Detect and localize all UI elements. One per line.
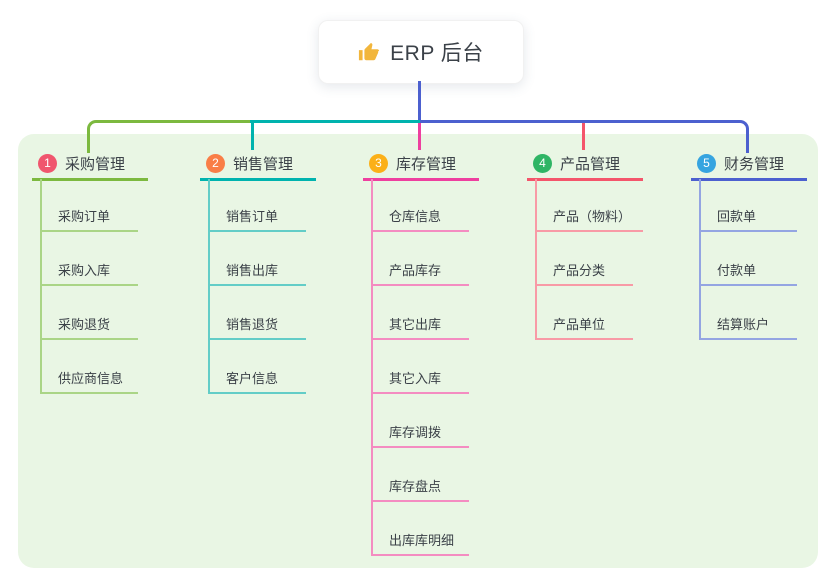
child-node-1-3[interactable]: 采购退货: [40, 315, 138, 340]
branch-label-3: 库存管理: [396, 156, 457, 173]
child-node-4-2[interactable]: 产品分类: [535, 261, 633, 286]
root-connector-stem: [418, 81, 421, 123]
root-label: ERP 后台: [390, 42, 484, 65]
branch-node-3[interactable]: 3 库存管理: [363, 153, 479, 181]
child-node-3-7[interactable]: 出库库明细: [371, 531, 469, 556]
child-node-3-2[interactable]: 产品库存: [371, 261, 469, 286]
child-node-1-1[interactable]: 采购订单: [40, 207, 138, 232]
child-node-5-3[interactable]: 结算账户: [699, 315, 797, 340]
mindmap-panel: [18, 134, 818, 568]
branch-label-4: 产品管理: [560, 156, 621, 173]
child-node-1-2[interactable]: 采购入库: [40, 261, 138, 286]
branch-node-2[interactable]: 2 销售管理: [200, 153, 316, 181]
branch-label-5: 财务管理: [724, 156, 785, 173]
branch-1-children-line: [40, 179, 42, 393]
branch-4-connector: [582, 123, 585, 150]
branch-label-2: 销售管理: [233, 156, 294, 173]
branch-5-children-line: [699, 179, 701, 339]
branch-node-4[interactable]: 4 产品管理: [527, 153, 643, 181]
child-node-2-4[interactable]: 客户信息: [208, 369, 306, 394]
child-node-2-1[interactable]: 销售订单: [208, 207, 306, 232]
branch-2-children-line: [208, 179, 210, 393]
branch-3-children-line: [371, 179, 373, 555]
branch-2-connector: [251, 123, 254, 150]
thumbs-up-icon: [358, 41, 380, 63]
child-node-4-3[interactable]: 产品单位: [535, 315, 633, 340]
branch-2-rail: [250, 120, 420, 123]
child-node-3-3[interactable]: 其它出库: [371, 315, 469, 340]
child-node-5-1[interactable]: 回款单: [699, 207, 797, 232]
child-node-3-5[interactable]: 库存调拨: [371, 423, 469, 448]
branch-node-5[interactable]: 5 财务管理: [691, 153, 807, 181]
branch-badge-4: 4: [533, 154, 552, 173]
child-node-4-1[interactable]: 产品（物料）: [535, 207, 644, 232]
child-node-2-3[interactable]: 销售退货: [208, 315, 306, 340]
branch-node-1[interactable]: 1 采购管理: [32, 153, 148, 181]
child-node-5-2[interactable]: 付款单: [699, 261, 797, 286]
branch-1-connector: [87, 120, 255, 153]
branch-badge-2: 2: [206, 154, 225, 173]
branch-badge-3: 3: [369, 154, 388, 173]
child-node-1-4[interactable]: 供应商信息: [40, 369, 138, 394]
root-node[interactable]: ERP 后台: [318, 20, 524, 84]
branch-label-1: 采购管理: [65, 156, 126, 173]
child-node-3-1[interactable]: 仓库信息: [371, 207, 469, 232]
child-node-3-6[interactable]: 库存盘点: [371, 477, 469, 502]
branch-4-children-line: [535, 179, 537, 339]
child-node-3-4[interactable]: 其它入库: [371, 369, 469, 394]
branch-3-connector: [418, 123, 421, 150]
branch-badge-1: 1: [38, 154, 57, 173]
branch-badge-5: 5: [697, 154, 716, 173]
branch-5-connector: [420, 120, 749, 153]
child-node-2-2[interactable]: 销售出库: [208, 261, 306, 286]
